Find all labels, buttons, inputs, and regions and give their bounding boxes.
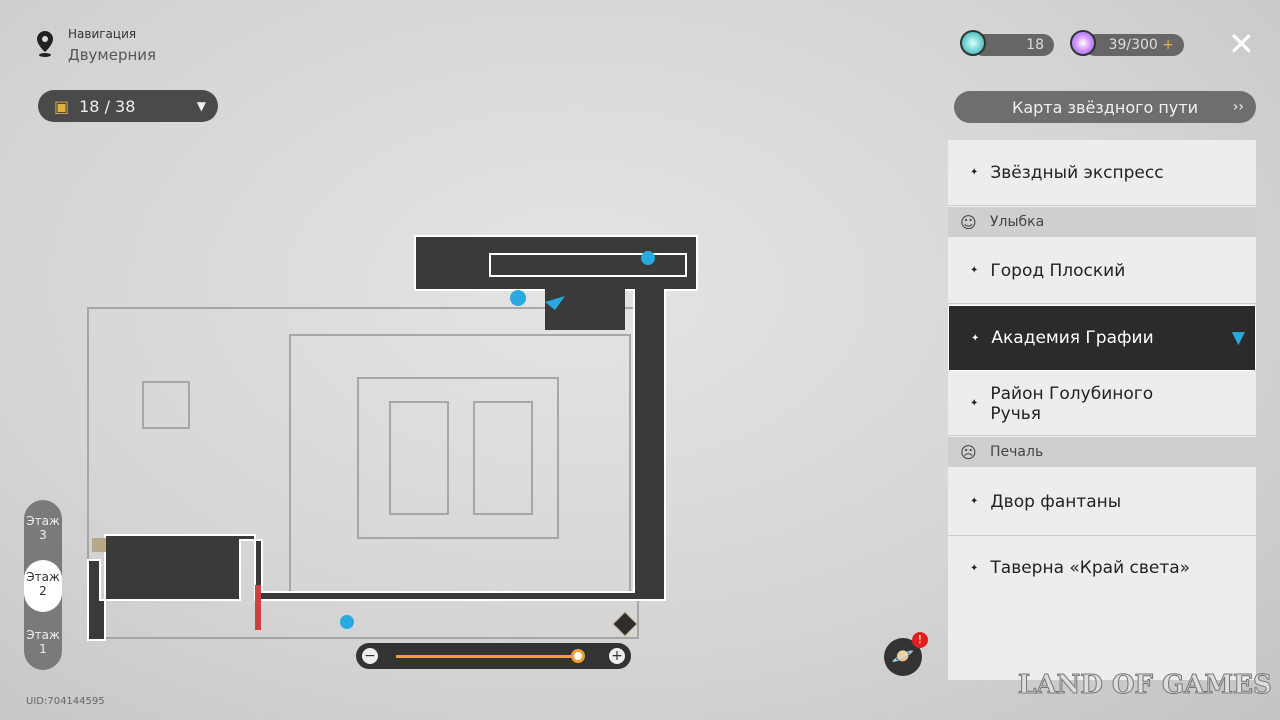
stellar-jade-counter: 18: [972, 34, 1054, 56]
zoom-track[interactable]: [396, 655, 584, 658]
uid-label: UID:704144595: [26, 696, 105, 707]
zoom-knob[interactable]: [571, 649, 586, 663]
teleport-marker: [340, 251, 655, 629]
star-icon: ✦: [970, 496, 979, 507]
location-list: ✦Звёздный экспресс ☺Улыбка ✦Город Плоски…: [948, 140, 1256, 680]
close-button[interactable]: ✕: [1228, 25, 1255, 63]
add-power-button[interactable]: +: [1162, 37, 1174, 53]
trailblaze-power-icon: [1070, 30, 1096, 56]
chevron-right-icon: ››: [1232, 99, 1244, 115]
map[interactable]: [0, 0, 940, 680]
star-icon: ✦: [970, 167, 979, 178]
watermark: LAND OF GAMES: [1018, 670, 1273, 701]
section-header: ☹Печаль: [948, 437, 1256, 467]
chest-icon: ▣: [54, 96, 70, 116]
list-item[interactable]: ✦Таверна «Край света»: [970, 558, 1191, 578]
location-pin-icon: [37, 31, 53, 57]
sad-icon: ☹: [960, 442, 977, 462]
list-item[interactable]: ✦Район Голубиного Ручья: [948, 372, 1256, 436]
stellar-jade-icon: [960, 30, 986, 56]
chest-count: 18 / 38: [79, 96, 136, 116]
location-name: Двумерния: [68, 46, 157, 64]
zoom-slider[interactable]: − +: [356, 643, 631, 669]
trailblaze-power-counter[interactable]: 39/300 +: [1084, 34, 1184, 56]
star-icon: ✦: [970, 562, 979, 574]
star-map-button[interactable]: Карта звёздного пути››: [954, 91, 1256, 123]
current-location-icon: ▼: [1231, 328, 1245, 348]
star-icon: ✦: [971, 332, 980, 344]
notification-badge: !: [912, 632, 928, 648]
nav-title: Навигация: [68, 27, 137, 41]
planet-button[interactable]: 🪐!: [884, 632, 928, 676]
list-item[interactable]: ✦Звёздный экспресс: [948, 140, 1256, 206]
list-item-selected[interactable]: ✦Академия Графии▼: [948, 305, 1256, 371]
treasure-chest-counter[interactable]: ▣ 18 / 38 ▼: [38, 90, 218, 122]
star-icon: ✦: [970, 398, 979, 409]
zoom-out-button[interactable]: −: [362, 648, 378, 664]
section-header: ☺Улыбка: [948, 207, 1256, 237]
zoom-in-button[interactable]: +: [609, 648, 625, 664]
smile-icon: ☺: [960, 212, 977, 232]
list-item[interactable]: ✦Двор фантаны: [948, 468, 1256, 536]
star-icon: ✦: [970, 265, 979, 276]
dropdown-caret-icon: ▼: [196, 99, 206, 113]
list-item[interactable]: ✦Город Плоский: [948, 238, 1256, 304]
